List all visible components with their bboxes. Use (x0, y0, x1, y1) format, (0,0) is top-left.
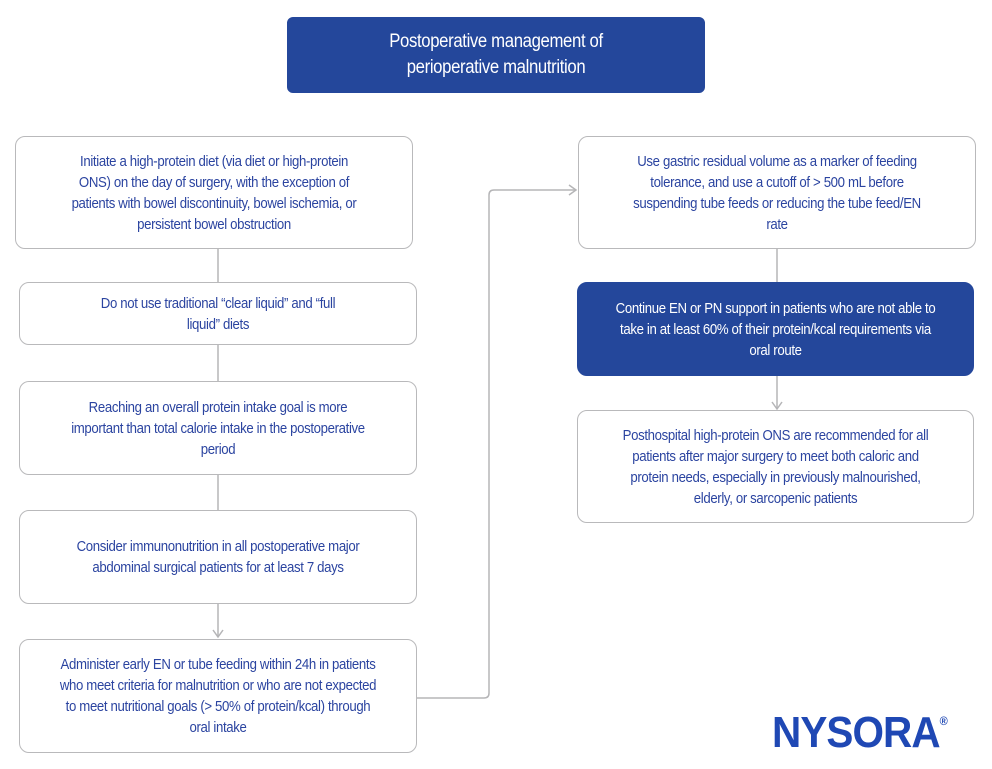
step-early-en: Administer early EN or tube feeding with… (19, 639, 417, 753)
step-high-protein-diet: Initiate a high-protein diet (via diet o… (15, 136, 413, 249)
nysora-logo: NYSORA® (772, 708, 948, 758)
arrowhead-l5 (212, 629, 224, 639)
logo-text: NYSORA (772, 708, 941, 757)
arrowhead-r3 (771, 401, 783, 411)
step-text: Reaching an overall protein intake goal … (71, 398, 365, 458)
step-continue-en-pn: Continue EN or PN support in patients wh… (577, 282, 974, 376)
step-text: Consider immunonutrition in all postoper… (76, 538, 360, 576)
step-text: Administer early EN or tube feeding with… (59, 656, 377, 736)
connector-l5-r1 (417, 189, 576, 699)
registered-mark: ® (939, 714, 948, 728)
arrowhead-r1 (568, 184, 578, 196)
step-text: Initiate a high-protein diet (via diet o… (71, 152, 357, 233)
step-no-liquid-diets: Do not use traditional “clear liquid” an… (19, 282, 417, 345)
step-text: Posthospital high-protein ONS are recomm… (622, 426, 929, 507)
step-immunonutrition: Consider immunonutrition in all postoper… (19, 510, 417, 604)
step-text: Use gastric residual volume as a marker … (633, 152, 921, 233)
title-text: Postoperative management of perioperativ… (389, 31, 603, 78)
step-text: Continue EN or PN support in patients wh… (615, 299, 936, 359)
diagram-title: Postoperative management of perioperativ… (287, 17, 705, 93)
step-gastric-residual: Use gastric residual volume as a marker … (578, 136, 976, 249)
step-text: Do not use traditional “clear liquid” an… (100, 294, 336, 333)
step-posthospital-ons: Posthospital high-protein ONS are recomm… (577, 410, 974, 523)
step-protein-goal: Reaching an overall protein intake goal … (19, 381, 417, 475)
